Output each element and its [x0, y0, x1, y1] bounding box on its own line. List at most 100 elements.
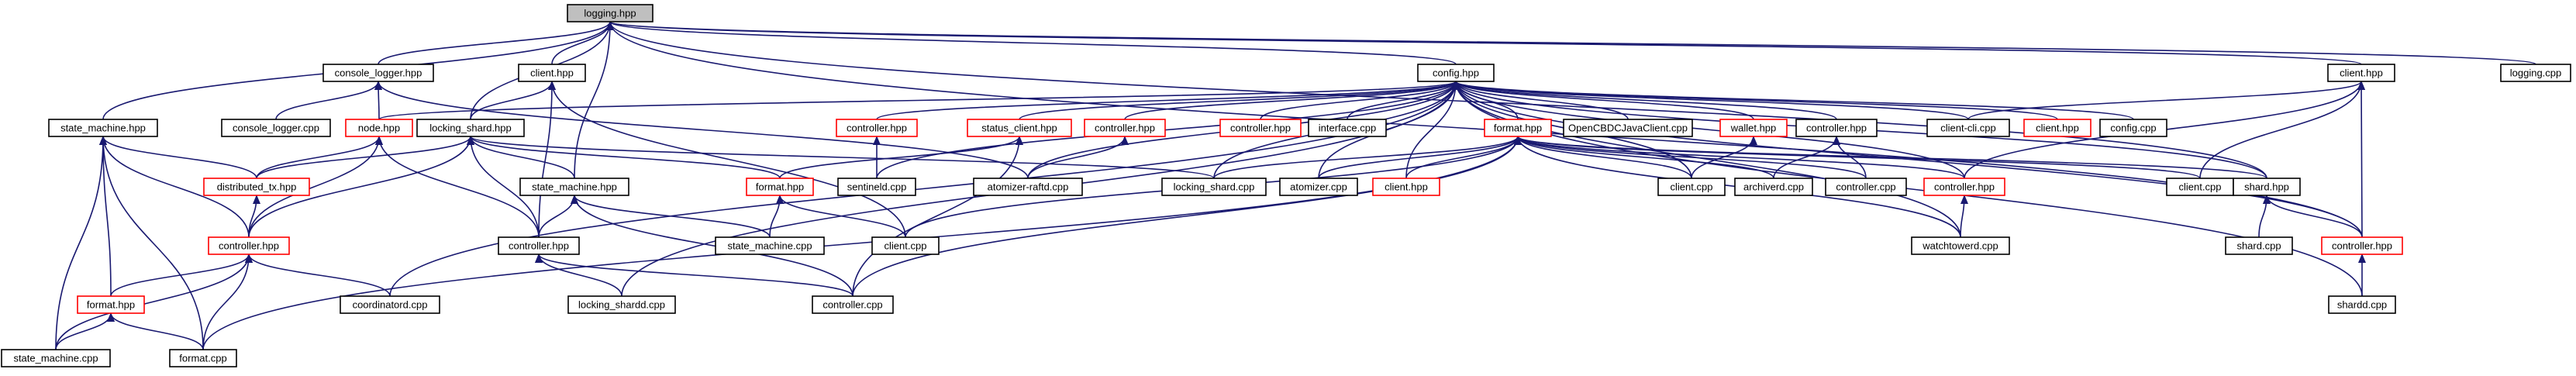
node-label: node.hpp [358, 122, 400, 134]
node-box [1734, 178, 1813, 196]
node-state-machine-cpp-2: state_machine.cpp [1, 349, 111, 367]
edge-atomizer_raftd_cpp-to-console_logger_hpp [374, 81, 1029, 179]
node-box [1219, 119, 1302, 137]
edge-controller_hpp_3-to-config_hpp [1260, 81, 1460, 120]
node-label: controller.hpp [1934, 181, 1995, 193]
node-label: controller.hpp [219, 240, 279, 252]
edge-client_cpp_1-to-format_hpp_1 [1514, 136, 1692, 179]
node-label: atomizer.cpp [1290, 181, 1347, 193]
edge-watchtowerd_cpp-to-config_hpp [1452, 81, 1961, 238]
edge-controller_cpp_1-to-format_hpp_1 [1514, 136, 1867, 179]
edge-client_cpp_2-to-client_hpp_2 [2199, 81, 2365, 179]
edge-watchtowerd_cpp-to-controller_hpp_5 [1960, 195, 1968, 238]
node-label: locking_shard.cpp [1174, 181, 1255, 193]
node-format-hpp-3[interactable]: format.hpp [77, 295, 145, 314]
node-box [2099, 119, 2167, 137]
node-box [203, 178, 310, 196]
edge-format_cpp-to-state_machine_hpp_1 [99, 136, 204, 350]
node-box [1825, 178, 1907, 196]
edge-state_machine_cpp_2-to-controller_hpp_6 [55, 254, 253, 350]
node-box [871, 236, 940, 255]
node-logging-hpp: logging.hpp [567, 4, 653, 22]
edge-controller_hpp_4-to-config_hpp [1452, 81, 1837, 120]
node-box [519, 178, 629, 196]
node-box [221, 119, 331, 137]
edge-controller_hpp_6-to-locking_shard_hpp [248, 136, 474, 238]
node-label: format.hpp [87, 299, 135, 311]
node-archiverd-cpp: archiverd.cpp [1734, 178, 1813, 196]
node-layer: logging.hpplogging.cppconsole_logger.hpp… [1, 4, 2571, 367]
node-label: distributed_tx.hpp [217, 181, 297, 193]
node-box [345, 119, 413, 137]
node-label: coordinatord.cpp [353, 299, 428, 311]
edge-interface_cpp-to-config_hpp [1347, 81, 1460, 120]
node-sentineld-cpp: sentineld.cpp [837, 178, 916, 196]
node-box [169, 349, 237, 367]
node-controller-hpp-3[interactable]: controller.hpp [1219, 119, 1302, 137]
node-status-client-hpp[interactable]: status_client.hpp [967, 119, 1072, 137]
node-config-hpp: config.hpp [1417, 64, 1495, 82]
node-node-hpp[interactable]: node.hpp [345, 119, 413, 137]
node-label: format.hpp [756, 181, 804, 193]
edge-logging_cpp-to-logging_hpp [607, 21, 2536, 65]
node-locking-shard-hpp: locking_shard.hpp [416, 119, 525, 137]
node-client-hpp-2: client.hpp [2327, 64, 2395, 82]
edge-client_hpp_2-to-logging_hpp [606, 21, 2362, 65]
node-controller-hpp-7: controller.hpp [498, 236, 580, 255]
node-controller-hpp-8[interactable]: controller.hpp [2321, 236, 2403, 255]
edge-state_machine_cpp_1-to-format_hpp_2 [769, 195, 784, 238]
node-label: controller.hpp [2332, 240, 2392, 252]
node-controller-hpp-1[interactable]: controller.hpp [836, 119, 918, 137]
node-distributed-tx-hpp[interactable]: distributed_tx.hpp [203, 178, 310, 196]
node-controller-hpp-5[interactable]: controller.hpp [1923, 178, 2005, 196]
node-client-hpp-4[interactable]: client.hpp [1372, 178, 1440, 196]
node-box [2328, 295, 2396, 314]
edge-atomizer_raftd_cpp-to-controller_hpp_2 [1027, 136, 1129, 179]
edge-controller_hpp_7-to-client_hpp_1 [538, 81, 556, 238]
node-atomizer-raftd-cpp: atomizer-raftd.cpp [973, 178, 1083, 196]
node-format-hpp-1[interactable]: format.hpp [1484, 119, 1552, 137]
node-box [567, 4, 653, 22]
edge-controller_cpp_2-to-format_hpp_1 [852, 136, 1522, 297]
node-label: client.cpp [2179, 181, 2222, 193]
node-box [1923, 178, 2005, 196]
node-box [1161, 178, 1267, 196]
edge-controller_hpp_5-to-format_hpp_1 [1514, 136, 1965, 179]
node-client-cli-cpp: client-cli.cpp [1926, 119, 2010, 137]
node-box [1279, 178, 1358, 196]
edge-archiverd_cpp-to-format_hpp_1 [1514, 136, 1774, 179]
node-controller-hpp-6[interactable]: controller.hpp [208, 236, 290, 255]
edge-controller_hpp_6-to-distributed_tx_hpp [248, 195, 260, 238]
node-box [322, 64, 434, 82]
node-box [2233, 178, 2301, 196]
node-wallet-hpp[interactable]: wallet.hpp [1719, 119, 1788, 137]
node-label: locking_shard.hpp [429, 122, 512, 134]
edge-config_hpp-to-logging_hpp [606, 21, 1457, 65]
edge-shard_hpp-to-logging_hpp [606, 21, 2267, 179]
node-label: config.cpp [2110, 122, 2156, 134]
node-box [812, 295, 894, 314]
node-state-machine-hpp-1: state_machine.hpp [48, 119, 158, 137]
edge-client_cli_cpp-to-client_hpp_2 [1967, 81, 2365, 120]
edge-controller_hpp_8-to-shard_hpp [2263, 195, 2363, 238]
node-box [837, 178, 916, 196]
node-label: client.cpp [1671, 181, 1713, 193]
node-controller-hpp-2[interactable]: controller.hpp [1084, 119, 1166, 137]
edge-format_hpp_3-to-state_machine_hpp_1 [99, 136, 112, 297]
edge-format_hpp_3-to-controller_hpp_6 [110, 254, 253, 297]
edge-format_cpp-to-format_hpp_3 [107, 312, 204, 350]
node-label: logging.hpp [584, 8, 636, 19]
node-box [1926, 119, 2010, 137]
node-box [2023, 119, 2091, 137]
node-locking-shard-cpp: locking_shard.cpp [1161, 178, 1267, 196]
node-client-hpp-3[interactable]: client.hpp [2023, 119, 2091, 137]
node-console-logger-cpp: console_logger.cpp [221, 119, 331, 137]
edge-controller_cpp_2-to-controller_hpp_7 [535, 254, 853, 297]
node-opencbdc-cpp: OpenCBDCJavaClient.cpp [1563, 119, 1693, 137]
node-label: client.hpp [2036, 122, 2079, 134]
node-box [973, 178, 1083, 196]
node-atomizer-cpp: atomizer.cpp [1279, 178, 1358, 196]
node-format-hpp-2[interactable]: format.hpp [746, 178, 814, 196]
node-box [518, 64, 586, 82]
node-label: client.hpp [2340, 67, 2383, 79]
